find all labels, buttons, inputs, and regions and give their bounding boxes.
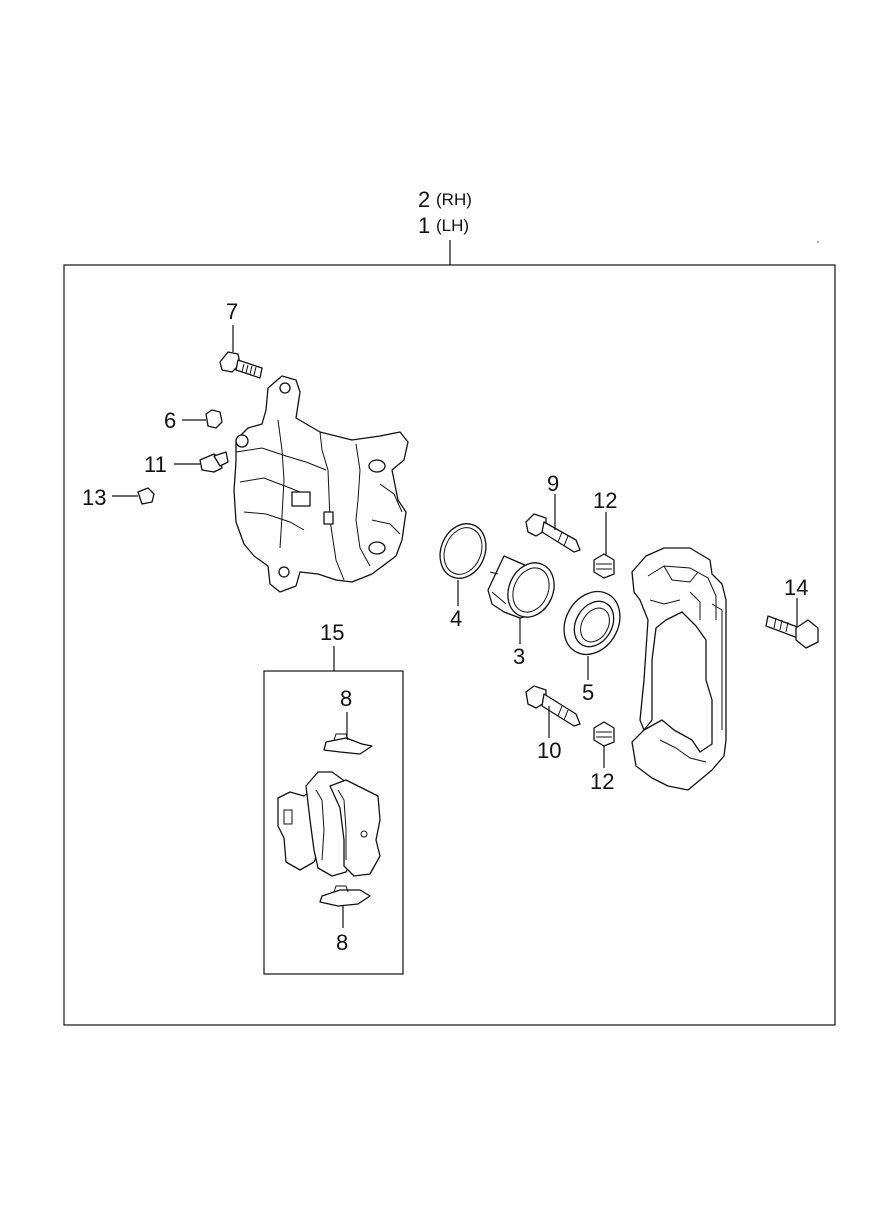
- rh-side: (RH): [436, 190, 472, 209]
- lh-side: (LH): [436, 216, 469, 235]
- assembly-frame: [63, 264, 836, 1026]
- callout-12-top: 12: [593, 488, 617, 513]
- callout-12-bottom: 12: [590, 769, 614, 794]
- speck-mark: [817, 241, 819, 243]
- lh-number: 1: [418, 213, 430, 238]
- cap-6: [182, 409, 223, 429]
- bleeder-screw-11: [174, 451, 229, 473]
- caliper-carrier: [631, 547, 727, 791]
- caliper-body: [233, 375, 409, 593]
- callout-11: 11: [144, 452, 167, 477]
- callout-3: 3: [513, 644, 525, 669]
- callout-4: 4: [450, 606, 462, 631]
- pad-kit-15: [277, 646, 381, 928]
- guide-pin-9: [525, 494, 581, 553]
- callout-15: 15: [320, 620, 344, 645]
- callout-6: 6: [164, 408, 176, 433]
- pin-boot-12-top: [593, 512, 615, 579]
- bolt-7: [219, 325, 263, 379]
- bolt-14: [765, 598, 819, 649]
- callout-10: 10: [537, 738, 561, 763]
- piston-seal-4: [439, 523, 487, 606]
- callout-9: 9: [547, 471, 559, 496]
- callout-8-top: 8: [340, 686, 352, 711]
- guide-pin-10: [525, 685, 581, 738]
- pin-boot-12-bottom: [593, 721, 615, 768]
- callout-7: 7: [226, 299, 238, 324]
- piston-3: [487, 555, 555, 644]
- callout-13: 13: [82, 485, 106, 510]
- assembly-label: 2 (RH) 1 (LH): [418, 187, 472, 265]
- callout-14: 14: [784, 575, 808, 600]
- dust-boot-5: [563, 590, 621, 680]
- rh-number: 2: [418, 187, 430, 212]
- callout-5: 5: [582, 680, 594, 705]
- callout-8-bottom: 8: [336, 930, 348, 955]
- cap-13: [112, 487, 155, 505]
- callouts: 7 6 11 13 9 12 14 4 3 5 10 12 15 8 8: [82, 299, 808, 955]
